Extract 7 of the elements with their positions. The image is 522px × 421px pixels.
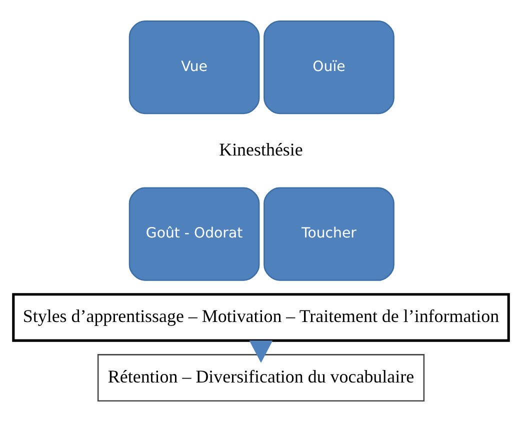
node-box: Rétention – Diversification du vocabulaire: [97, 354, 425, 402]
node-box: Styles d’apprentissage – Motivation – Traitement de l’information: [12, 292, 510, 342]
node-text: Kinesthésie: [219, 138, 303, 159]
node-box: Toucher: [264, 186, 394, 280]
node-box: Ouïe: [264, 20, 394, 114]
node-box: Vue: [128, 20, 260, 114]
node-box: Goût - Odorat: [128, 186, 260, 280]
